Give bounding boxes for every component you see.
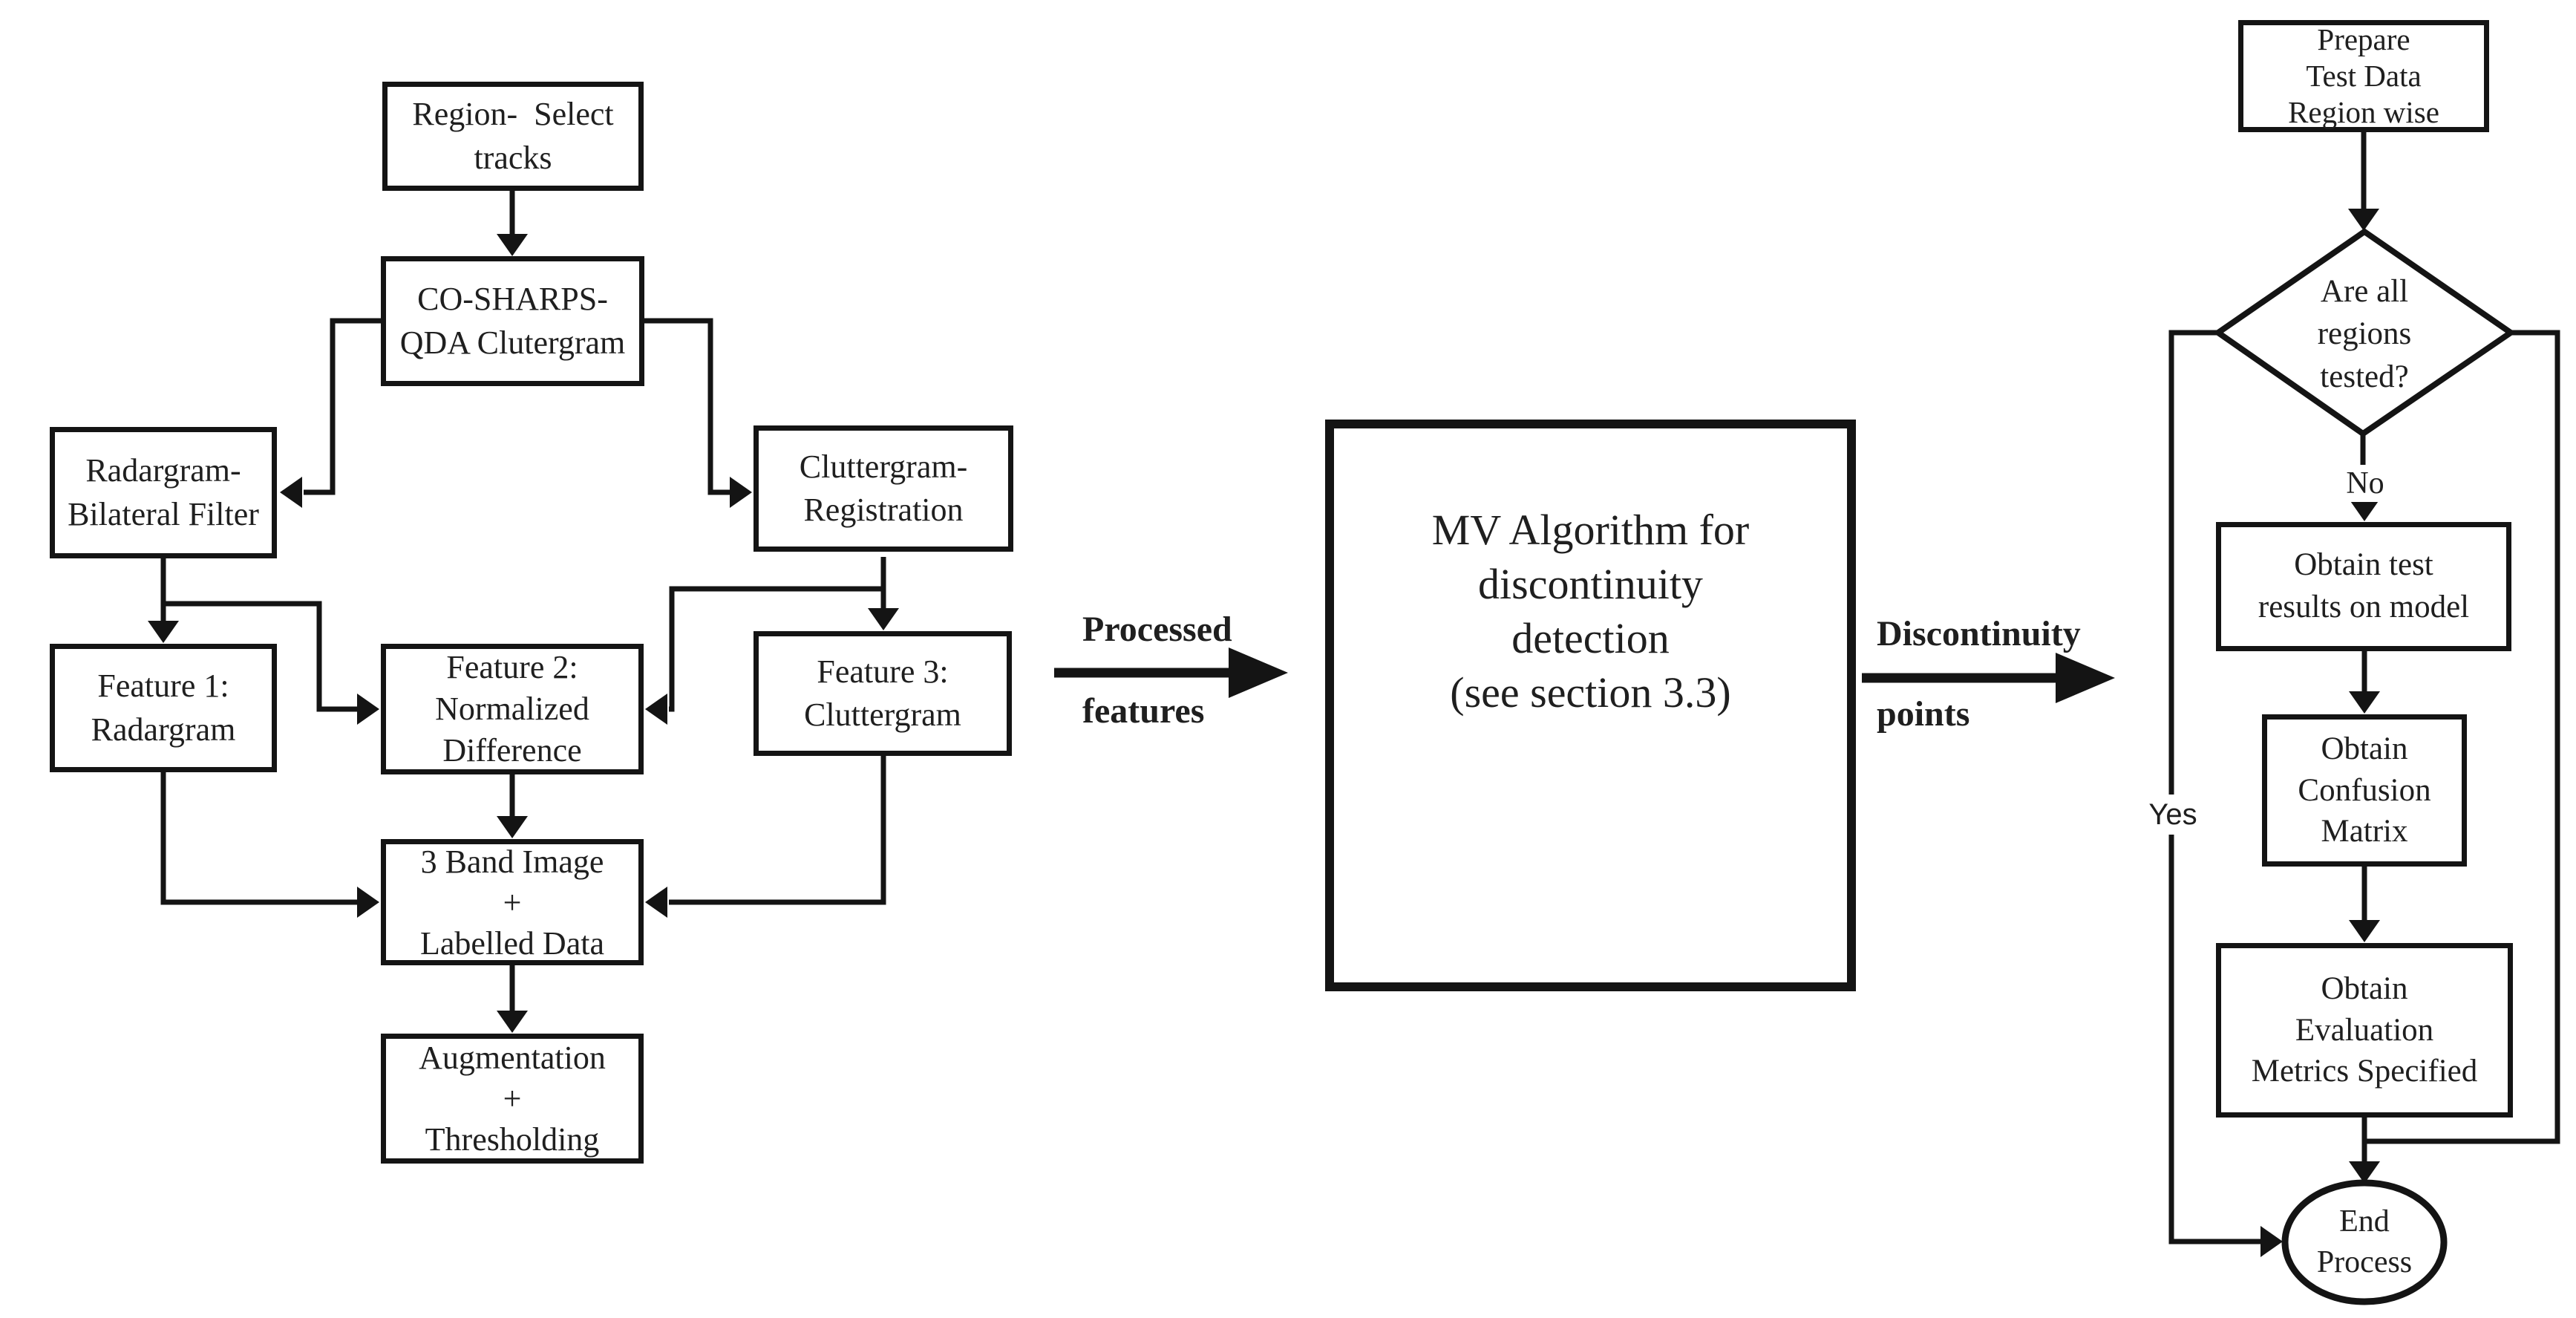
node-region-select-tracks: Region- Select tracks [382,82,644,191]
end-process-shape [2281,1179,2448,1305]
node-radargram-bilateral-filter: Radargram- Bilateral Filter [50,427,277,558]
arrow-discontinuity-points [1862,653,2115,703]
label-no-branch: No [2338,465,2392,502]
arrow-feature1-to-band-image [160,772,379,918]
arrow-radargram-to-feature2 [163,601,379,725]
node-cluttergram-registration: Cluttergram- Registration [753,425,1013,552]
arrow-cosharps-to-radargram [280,318,381,508]
decision-are-all-regions-tested: Are all regions tested? [2317,274,2412,394]
node-3-band-image-labelled-data: 3 Band Image + Labelled Data [381,839,644,965]
arrow-feature2-to-band-image [497,774,528,838]
decision-diamond-shape [2212,228,2517,437]
arrow-radargram-to-feature1 [148,558,179,643]
arrow-cosharps-to-cluttergram-registration [644,318,752,508]
label-points: points [1877,694,1970,734]
node-cosharps-qda-clutergram: CO-SHARPS- QDA Clutergram [381,256,644,386]
node-obtain-evaluation-metrics-specified: Obtain Evaluation Metrics Specified [2216,943,2513,1118]
node-prepare-test-data-region-wise: Prepare Test Data Region wise [2238,20,2489,132]
node-obtain-test-results-on-model: Obtain test results on model [2216,522,2511,651]
arrow-metrics-to-end [2349,1118,2380,1184]
node-feature3-cluttergram: Feature 3: Cluttergram [753,631,1012,756]
arrow-cluttergram-registration-to-feature3 [868,557,899,630]
node-end-process: End Process [2316,1204,2413,1279]
arrow-confusion-to-metrics [2349,867,2380,942]
arrow-cluttergram-registration-to-feature2 [645,586,883,725]
arrow-obtain-test-to-confusion [2349,651,2380,714]
arrow-region-to-cosharps [497,191,528,256]
node-feature1-radargram: Feature 1: Radargram [50,644,277,772]
arrow-band-image-to-augmentation [497,965,528,1033]
label-yes-branch: Yes [2145,795,2200,835]
arrow-prepare-to-decision [2348,132,2379,231]
label-features: features [1082,691,1205,731]
label-processed: Processed [1082,610,1232,649]
arrow-processed-features [1054,647,1288,698]
node-obtain-confusion-matrix: Obtain Confusion Matrix [2262,714,2467,867]
arrow-feature3-to-band-image [645,756,886,918]
node-augmentation-thresholding: Augmentation + Thresholding [381,1034,644,1164]
label-discontinuity: Discontinuity [1877,614,2081,653]
node-feature2-normalized-difference: Feature 2: Normalized Difference [381,644,644,774]
line-decision-right-loop [2367,330,2560,1144]
arrow-decision-yes-to-end [2168,330,2283,1257]
node-mv-algorithm-discontinuity-detection: MV Algorithm for discontinuity detection… [1325,420,1856,991]
